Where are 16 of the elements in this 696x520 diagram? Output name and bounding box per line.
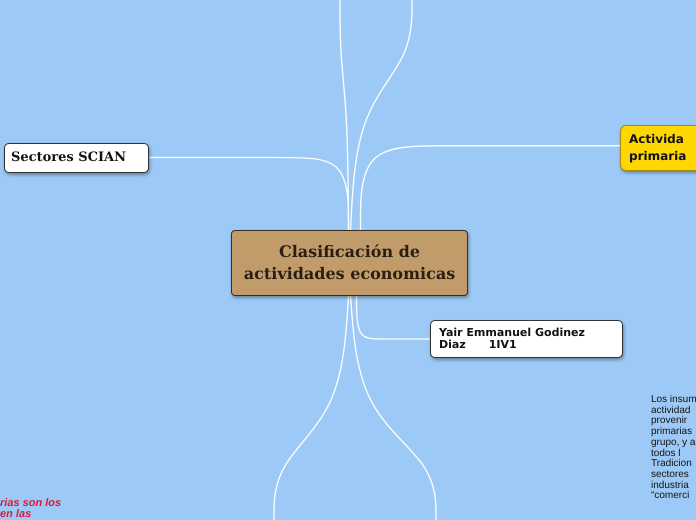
note-text: rias son los en las	[0, 498, 62, 520]
connector-line	[339, 0, 350, 230]
topic-box	[620, 125, 696, 171]
connector-line	[356, 296, 430, 340]
note-text: Los insum actividad provenir primarias grupo, y a todos l Tradicion sectores industria “comerci	[651, 395, 696, 502]
connector-line	[350, 296, 437, 520]
topic-label: Activida primaria	[629, 131, 688, 165]
connector-line	[350, 0, 413, 230]
central-topic-box	[231, 230, 468, 296]
topic-box	[430, 320, 623, 358]
topic-box	[4, 143, 149, 173]
topic-label: Sectores SCIAN	[11, 149, 128, 167]
connector-line	[360, 145, 620, 230]
topic-label: Clasificación de actividades economicas	[242, 241, 456, 285]
topic-label: Yair Emmanuel Godinez Diaz 1IV1	[439, 327, 586, 351]
connector-line	[273, 296, 350, 520]
